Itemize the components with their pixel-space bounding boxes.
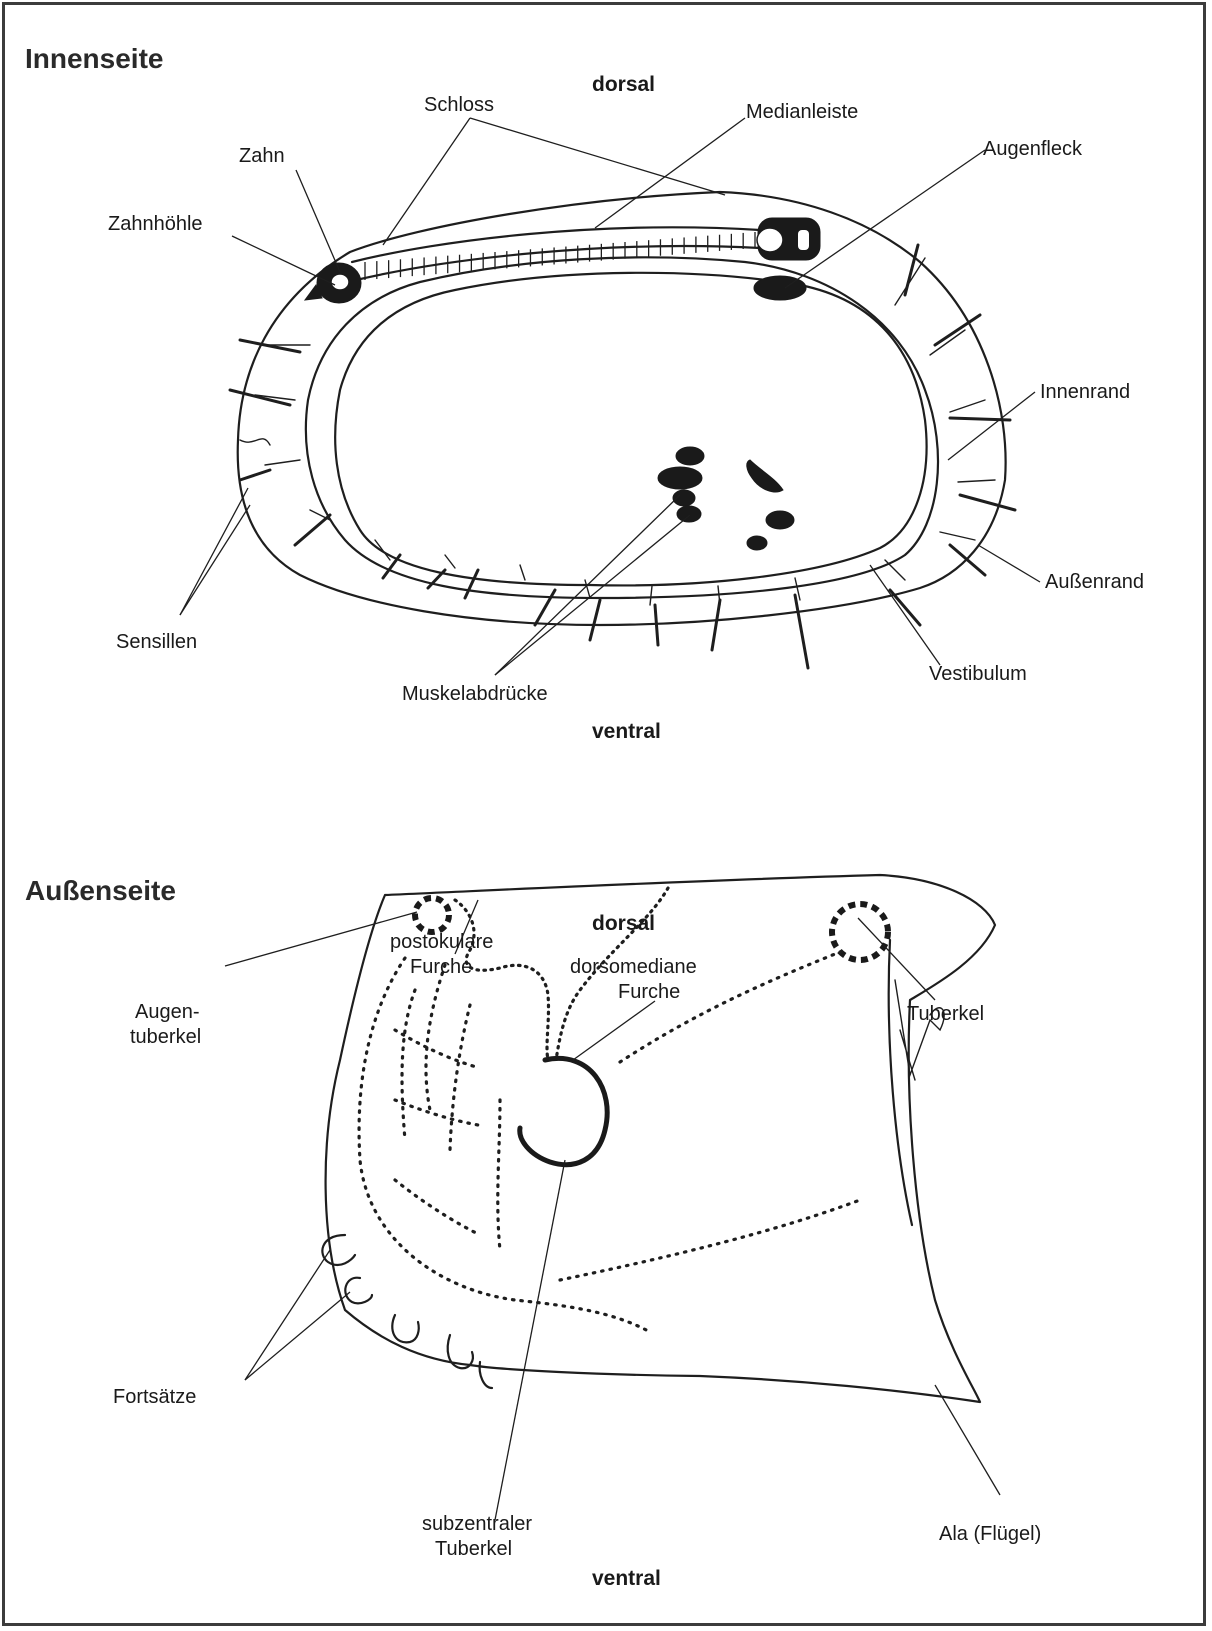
label-postokulare-2: Furche <box>410 956 472 978</box>
muscle-scars <box>658 447 794 550</box>
outer-valve-outline <box>326 875 995 1402</box>
label-augentuberkel-2: tuberkel <box>130 1026 201 1048</box>
outer-heading: Außenseite <box>25 875 176 906</box>
label-augenfleck: Augenfleck <box>983 138 1083 160</box>
label-muskelabdruecke: Muskelabdrücke <box>402 683 548 705</box>
inner-body-outline <box>335 273 926 586</box>
label-sensillen: Sensillen <box>116 631 197 653</box>
label-subzentraler-1: subzentraler <box>422 1513 532 1535</box>
zahnhoehle-socket <box>305 263 361 303</box>
label-schloss: Schloss <box>424 94 494 116</box>
label-aussenrand: Außenrand <box>1045 571 1144 593</box>
label-innenrand: Innenrand <box>1040 381 1130 403</box>
zahn-tooth <box>757 218 820 260</box>
label-tuberkel: Tuberkel <box>907 1003 984 1025</box>
label-vestibulum: Vestibulum <box>929 663 1027 685</box>
inner-view: Innenseite dorsal ventral <box>25 43 1144 743</box>
label-fortsaetze: Fortsätze <box>113 1386 196 1408</box>
label-ala: Ala (Flügel) <box>939 1523 1041 1545</box>
outer-leader-lines <box>225 900 1000 1520</box>
label-zahn: Zahn <box>239 145 285 167</box>
label-subzentraler-2: Tuberkel <box>435 1538 512 1560</box>
hinge-medianleiste <box>352 227 760 280</box>
label-medianleiste: Medianleiste <box>746 101 858 123</box>
label-augentuberkel-1: Augen- <box>135 1001 200 1023</box>
label-dorsomediane-1: dorsomediane <box>570 956 697 978</box>
marginal-pore-canals <box>240 258 995 605</box>
inner-ventral-label: ventral <box>592 720 661 743</box>
label-zahnhoehle: Zahnhöhle <box>108 213 203 235</box>
label-postokulare-1: postokulare <box>390 931 493 953</box>
augentuberkel-ring <box>415 898 449 932</box>
label-dorsomediane-2: Furche <box>618 981 680 1003</box>
outer-view: Außenseite dorsal ventral <box>25 875 1041 1590</box>
subzentraler-tuberkel-arc <box>520 1058 607 1164</box>
inner-dorsal-label: dorsal <box>592 73 655 96</box>
outer-dorsal-label: dorsal <box>592 912 655 935</box>
outer-ventral-label: ventral <box>592 1567 661 1590</box>
inner-heading: Innenseite <box>25 43 163 74</box>
